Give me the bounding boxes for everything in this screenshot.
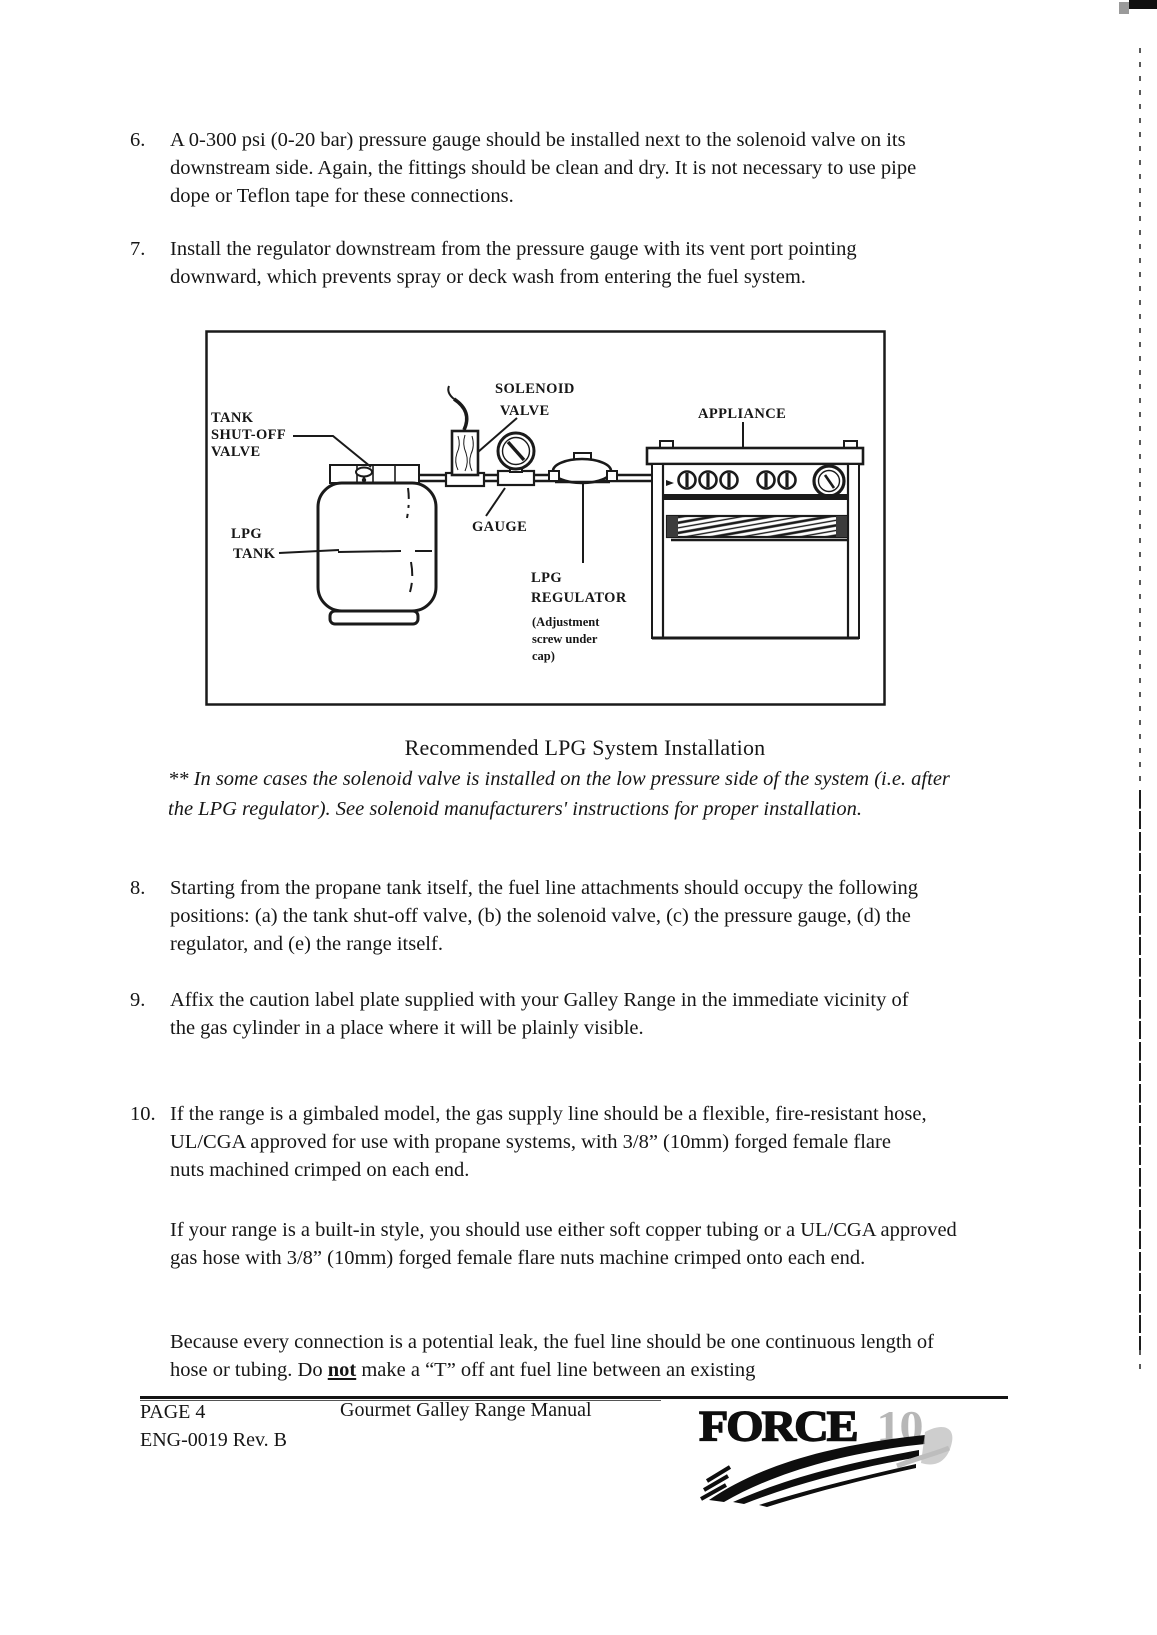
label-regulator-1: LPG bbox=[531, 570, 562, 586]
label-tank-shutoff-3: VALVE bbox=[211, 444, 261, 460]
force10-logo: FORCE 10 bbox=[697, 1401, 967, 1515]
item-text: Install the regulator downstream from th… bbox=[170, 238, 857, 288]
pointer-lines bbox=[278, 417, 744, 563]
footer-rule bbox=[140, 1396, 1008, 1401]
solenoid-note: ** In some cases the solenoid valve is i… bbox=[168, 768, 950, 820]
lpg-system-diagram: TANK SHUT-OFF VALVE SOLENOID VALVE APPLI… bbox=[205, 330, 886, 706]
item-number: 8. bbox=[130, 877, 146, 899]
pointer-tank bbox=[278, 549, 340, 554]
item-text: Starting from the propane tank itself, t… bbox=[170, 877, 919, 955]
burner-knobs bbox=[677, 470, 797, 490]
label-regulator-3: (Adjustment bbox=[532, 615, 600, 629]
label-solenoid-1: SOLENOID bbox=[495, 381, 575, 397]
item-number: 9. bbox=[130, 989, 146, 1011]
oven-window bbox=[665, 514, 849, 539]
solenoid-wire bbox=[452, 397, 469, 431]
scan-artifact-corner-gray bbox=[1119, 2, 1129, 14]
scan-artifact-edge-line bbox=[1139, 48, 1141, 1370]
scan-artifact-edge-line-dense bbox=[1139, 790, 1141, 1350]
footer-manual-title: Gourmet Galley Range Manual bbox=[340, 1399, 592, 1421]
item-text: A 0-300 psi (0-20 bar) pressure gauge sh… bbox=[170, 129, 917, 207]
label-gauge: GAUGE bbox=[472, 519, 527, 535]
footer-page-number: PAGE 4 bbox=[140, 1401, 206, 1423]
list-item-6: 6. A 0-300 psi (0-20 bar) pressure gauge… bbox=[130, 126, 930, 210]
diagram-svg: TANK SHUT-OFF VALVE SOLENOID VALVE APPLI… bbox=[205, 330, 886, 706]
item-text: If the range is a gimbaled model, the ga… bbox=[170, 1103, 927, 1181]
logo-swoosh bbox=[700, 1426, 953, 1507]
item-text: Affix the caution label plate supplied w… bbox=[170, 989, 909, 1039]
appliance-drawing bbox=[645, 440, 865, 640]
item-number: 10. bbox=[130, 1103, 156, 1125]
pointer-solenoid bbox=[477, 417, 518, 453]
label-regulator-2: REGULATOR bbox=[531, 590, 627, 606]
regulator-drawing bbox=[548, 452, 618, 485]
figure-caption: Recommended LPG System Installation bbox=[404, 735, 766, 760]
label-solenoid-2: VALVE bbox=[500, 403, 550, 419]
lpg-tank-drawing bbox=[316, 464, 438, 626]
label-lpg-tank-1: LPG bbox=[231, 526, 262, 542]
oven-dial bbox=[812, 464, 846, 498]
label-regulator-4: screw under bbox=[532, 632, 598, 646]
label-regulator-5: cap) bbox=[532, 649, 555, 663]
panel-marker bbox=[666, 480, 674, 486]
paragraph-builtin: If your range is a built-in style, you s… bbox=[170, 1219, 957, 1269]
scan-artifact-corner bbox=[1129, 0, 1157, 9]
pointer-shutoff bbox=[293, 435, 372, 468]
gauge-drawing bbox=[496, 431, 536, 487]
paragraph-final-not: not bbox=[327, 1359, 357, 1381]
paragraph-final-after: make a “T” off ant fuel line between an … bbox=[356, 1359, 756, 1381]
list-item-7: 7. Install the regulator downstream from… bbox=[130, 235, 930, 291]
label-lpg-tank-2: TANK bbox=[233, 546, 276, 562]
label-appliance: APPLIANCE bbox=[698, 406, 786, 422]
list-item-9: 9. Affix the caution label plate supplie… bbox=[130, 986, 930, 1042]
paragraph-final: Because every connection is a potential … bbox=[170, 1328, 970, 1384]
paragraph-final-before: Because every connection is a potential … bbox=[170, 1331, 934, 1381]
logo-wordmark: FORCE bbox=[699, 1402, 857, 1450]
shutoff-valve-wheel bbox=[355, 466, 373, 478]
list-item-10: 10. If the range is a gimbaled model, th… bbox=[130, 1100, 930, 1184]
footer-doc-code: ENG-0019 Rev. B bbox=[140, 1429, 288, 1451]
list-item-8: 8. Starting from the propane tank itself… bbox=[130, 874, 930, 958]
logo-gray-patch bbox=[921, 1426, 953, 1465]
force10-logo-svg: FORCE 10 bbox=[698, 1401, 953, 1507]
item-number: 6. bbox=[130, 129, 146, 151]
label-tank-shutoff-2: SHUT-OFF bbox=[211, 427, 286, 443]
label-tank-shutoff-1: TANK bbox=[211, 410, 254, 426]
item-number: 7. bbox=[130, 238, 146, 260]
pointer-gauge bbox=[485, 487, 506, 517]
solenoid-valve-drawing bbox=[444, 385, 486, 488]
